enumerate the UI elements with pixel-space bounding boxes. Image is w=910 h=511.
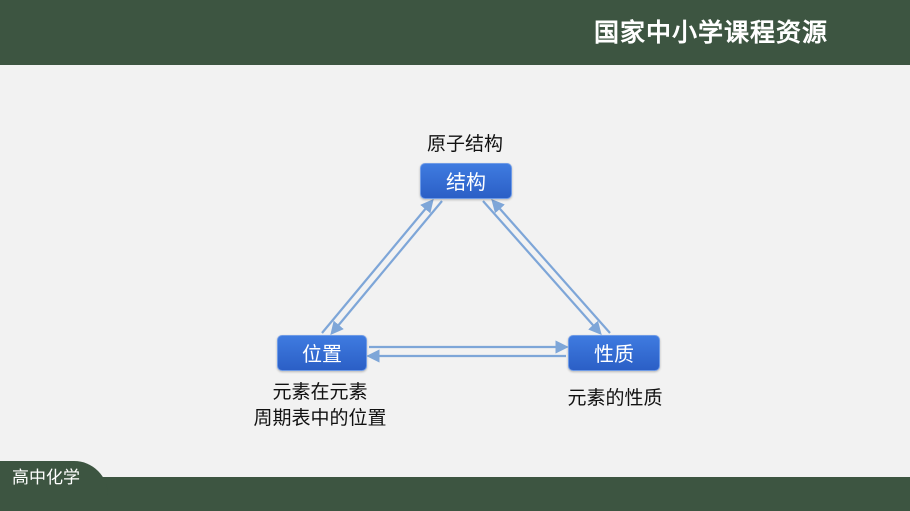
subject-label: 高中化学 [12, 468, 80, 488]
arrow-structure-to-property [482, 200, 602, 335]
caption-structure: 原子结构 [426, 133, 503, 155]
arrow-property-to-structure [491, 199, 611, 334]
brand-title: 国家中小学课程资源 [593, 18, 828, 47]
caption-property: 元素的性质 [567, 387, 663, 409]
footer-bar [0, 477, 910, 511]
caption-position-line2: 周期表中的位置 [253, 407, 387, 429]
node-property: 性质 [568, 335, 660, 371]
node-structure: 结构 [420, 163, 512, 199]
arrow-position-to-structure [321, 198, 434, 334]
node-position: 位置 [277, 335, 367, 371]
header-bar [0, 0, 910, 65]
caption-position-line1: 元素在元素 [272, 381, 368, 403]
subject-tab [0, 461, 108, 495]
arrow-structure-to-position [330, 200, 443, 336]
caption-position: 元素在元素 周期表中的位置 [220, 379, 420, 431]
